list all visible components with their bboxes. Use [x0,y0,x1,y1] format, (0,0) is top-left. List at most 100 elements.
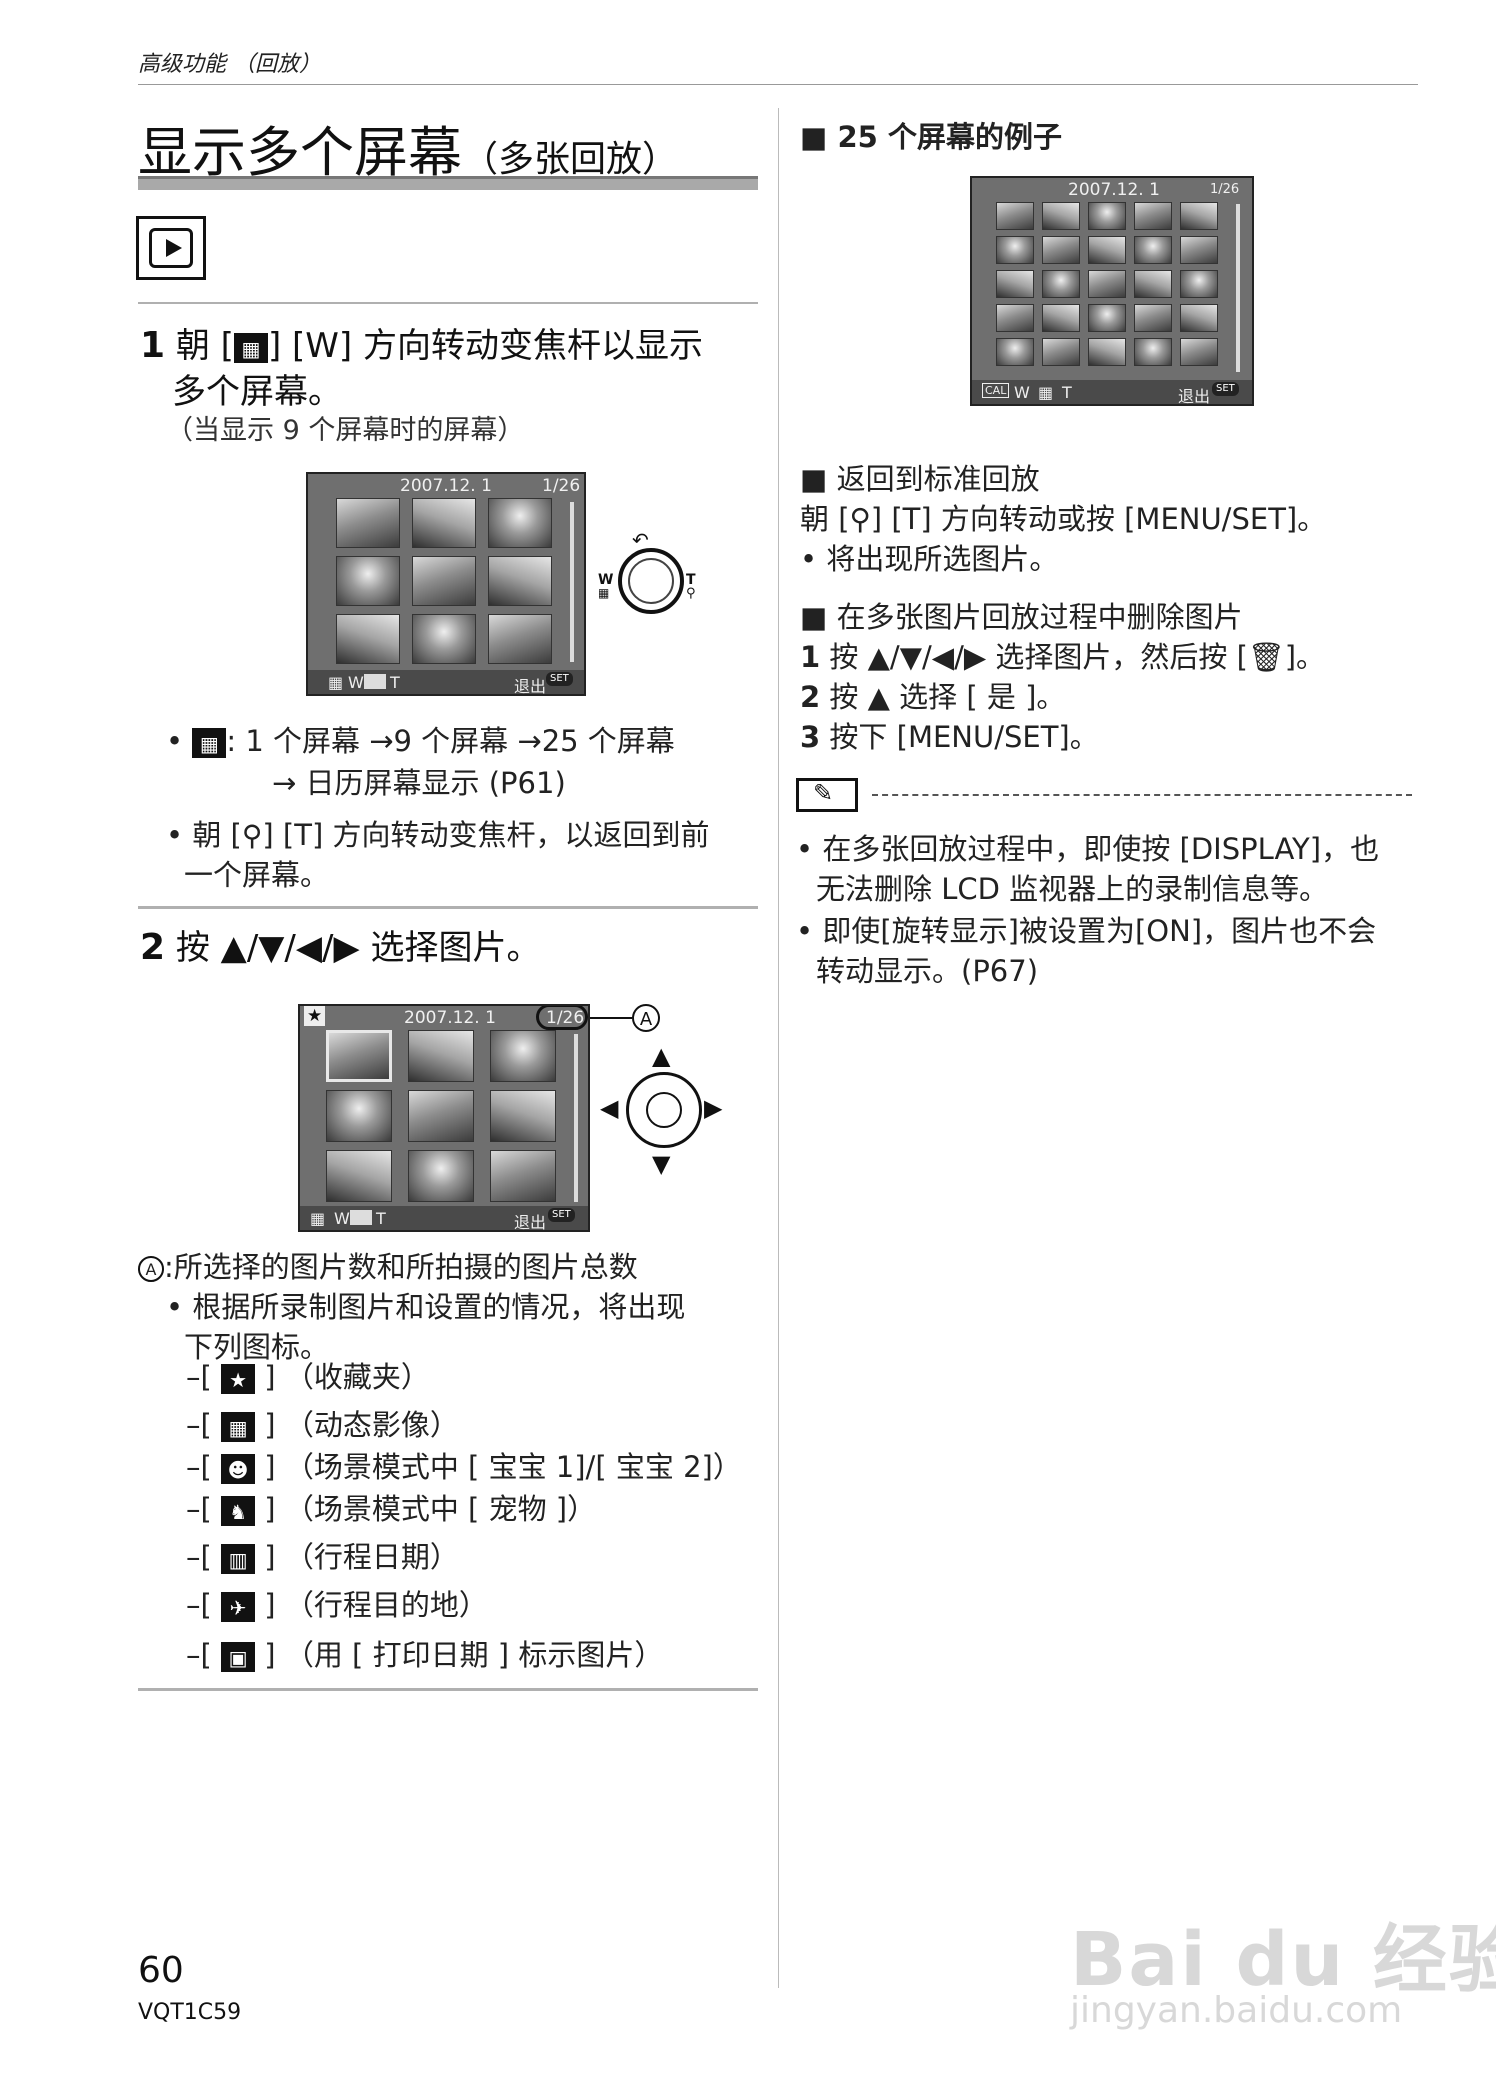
thumbnail [1180,236,1218,264]
step1-bullet2-line2: 一个屏幕。 [184,858,330,892]
watermark-logo: Bai du 经验 [1070,1917,1496,2003]
grid-icon: ▦ [328,673,344,692]
lcd-bottom-bar: ▦ W T 退出 SET [300,1206,588,1230]
thumbnail [336,556,400,606]
delete-step-text: 按 ▲/▼/◀/▶ 选择图片，然后按 [ [829,640,1248,674]
lcd-exit-label: 退出 [514,677,547,696]
thumbnail [1042,202,1080,230]
thumbnail [336,498,400,548]
step1-text-a: 朝 [ [175,326,234,366]
list-icon: ★ [221,1364,256,1394]
thumbnail [1180,304,1218,332]
column-divider [778,108,779,1988]
section-header: 高级功能 （回放） [138,52,321,77]
thumbnail-selected [326,1030,392,1082]
menu-set-icon: SET [548,1208,575,1222]
icon-list-item: –[ ✈ ] （行程目的地） [186,1588,488,1622]
list-icon: ✈ [221,1592,256,1622]
delete-step-number: 1 [800,640,821,674]
multi-screen-icon: ▦ [192,728,227,758]
thumbnail [1134,236,1172,264]
cursor-center [646,1092,682,1128]
callout-a-marker: A [632,1004,660,1032]
thumbnail-grid-25 [996,202,1226,372]
thumbnail [490,1150,556,1202]
thumbnail [1134,202,1172,230]
list-icon: ☻ [221,1454,256,1484]
thumbnail [996,270,1034,298]
icon-list-item: –[ ★ ] （收藏夹） [186,1360,430,1394]
icon-list-item: –[ ▥ ] （行程日期） [186,1540,459,1574]
section-rule [138,1688,758,1691]
thumbnail [488,614,552,664]
lcd-w-label: W [334,1209,350,1228]
step2-number: 2 [140,927,166,968]
model-code: VQT1C59 [138,2000,242,2025]
page-title-sub: （多张回放） [462,139,679,180]
lcd-9-screens: 2007.12. 1 1/26 ▦ W T 退出 SET [306,472,586,696]
count-highlight [536,1006,588,1030]
title-underline [138,176,758,190]
thumbnail [1042,270,1080,298]
icon-list-item: –[ ▣ ] （用 [ 打印日期 ] 标示图片） [186,1638,664,1672]
lcd-25-screens: 2007.12. 1 1/26 CAL W ▦ T 退出 SET [970,176,1254,406]
thumbnail [996,236,1034,264]
magnify-icon: ⚲ [849,502,871,536]
single-screen-icon [350,1210,372,1225]
lcd-w-label: W [1014,383,1030,402]
lever-ring [618,548,684,614]
thumbnail [1180,338,1218,366]
lcd-scrollbar [1236,204,1240,372]
lcd-scrollbar [574,1034,578,1202]
cursor-button-diagram: ▲ ▼ ◀ ▶ [600,1042,724,1178]
icon-list-label: （场景模式中 [ 宠物 ]） [284,1492,597,1526]
icon-list-label: （行程目的地） [284,1588,488,1622]
return-line2: • 将出现所选图片。 [800,542,1059,576]
ex25-title: ■ 25 个屏幕的例子 [800,120,1062,154]
thumbnail [408,1090,474,1142]
lever-button [628,558,674,604]
page-title-main: 显示多个屏幕 [138,121,462,184]
section-rule [138,906,758,909]
grid-icon: ▦ [310,1209,326,1228]
rotate-arrow-icon: ↶ [632,528,649,552]
callout-a-label: A [138,1256,164,1282]
lever-t-label: T [686,572,696,588]
delete-step: 1 按 ▲/▼/◀/▶ 选择图片，然后按 [🗑]。 [800,640,1326,674]
magnify-icon: ⚲ [241,819,263,852]
step2-text: 按 ▲/▼/◀/▶ 选择图片。 [175,928,541,968]
favorite-star-icon: ★ [304,1006,326,1026]
multi-screen-icon: ▦ [233,332,268,363]
list-icon: ♞ [221,1496,256,1526]
lcd-status-bar: 2007.12. 1 1/26 [972,178,1252,200]
thumbnail [1042,304,1080,332]
return-title: ■ 返回到标准回放 [800,462,1040,496]
arrow-up-icon: ▲ [652,1042,671,1070]
lcd-count: 1/26 [1210,182,1240,197]
thumbnail [996,304,1034,332]
lcd-status-bar: ★ 2007.12. 1 1/26 [300,1006,588,1028]
step1-caption: （当显示 9 个屏幕时的屏幕） [166,415,525,446]
step1-number: 1 [140,325,166,366]
watermark-url: jingyan.baidu.com [1070,1990,1403,2031]
icon-list-label: （行程日期） [284,1540,459,1574]
note-icon: ✎ [796,778,858,812]
lcd-date: 2007.12. 1 [400,476,492,496]
note-line: • 在多张回放过程中，即使按 [DISPLAY]，也 [796,832,1380,866]
step1-line1: 1 朝 [▦] [W] 方向转动变焦杆以显示 [140,318,703,367]
delete-step: 2 按 ▲ 选择 [ 是 ]。 [800,674,1065,716]
icon-list-label: （动态影像） [284,1408,459,1442]
delete-step-text: 按 ▲ 选择 [ 是 ]。 [829,680,1066,714]
lcd-select-picture: ★ 2007.12. 1 1/26 ▦ W T 退出 SET [298,1004,590,1232]
thumbnail [408,1150,474,1202]
thumbnail [1088,236,1126,264]
step1-bullet2-line1: • 朝 [⚲] [T] 方向转动变焦杆，以返回到前 [166,818,710,852]
delete-step: 3 按下 [MENU/SET]。 [800,714,1099,756]
lcd-w-label: W [348,673,364,692]
lcd-t-label: T [1062,383,1072,402]
trash-icon: 🗑 [1247,640,1285,674]
multi-grid-icon: ▦ [598,586,610,600]
menu-set-icon: SET [1212,382,1239,396]
note-pencil-icon: ✎ [813,779,834,807]
delete-step-text: 按下 [MENU/SET]。 [829,720,1099,754]
